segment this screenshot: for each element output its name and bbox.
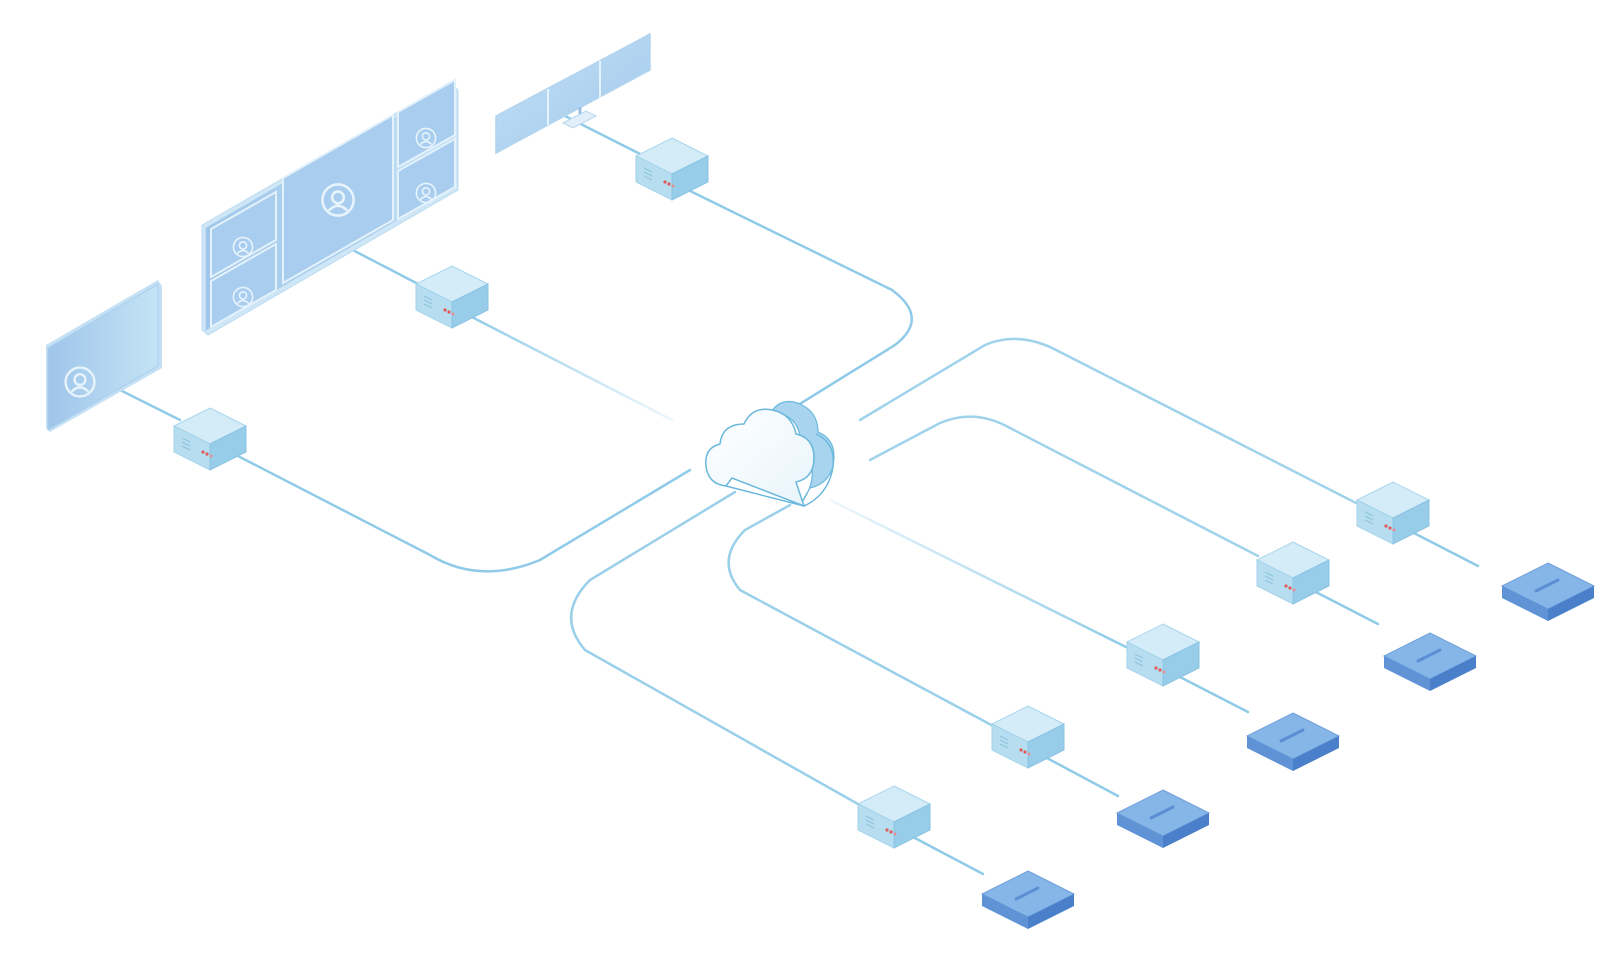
encoder-box-icon (173, 407, 247, 471)
decoder-box-icon (1256, 541, 1330, 605)
cable-cloud-to-decoder-1 (858, 337, 1362, 507)
decoder-box-icon (991, 705, 1065, 769)
endpoint-pad-icon (1115, 788, 1211, 850)
endpoint-pad-icon (980, 869, 1076, 931)
cable-wall-to-box (343, 244, 422, 287)
display-icon (46, 280, 162, 432)
cable-decoder-1-to-pad (1406, 528, 1480, 568)
cable-cloud-to-decoder-2 (868, 415, 1260, 558)
cable-decoder-5-to-pad (911, 835, 985, 876)
display-wall-icon (201, 78, 459, 336)
cable-cloud-to-decoder-3 (828, 498, 1130, 650)
cable-decoder-3-to-pad (1178, 675, 1250, 714)
decoder-box-icon (857, 785, 931, 849)
cloud-icon (705, 401, 835, 508)
cable-left-box-to-cloud (234, 453, 692, 573)
cable-cloud-to-decoder-5 (570, 490, 867, 810)
cable-decoder-4-to-pad (1043, 755, 1120, 798)
endpoint-pad-icon (1245, 711, 1341, 773)
encoder-box-icon (635, 137, 709, 201)
cables (108, 113, 1480, 876)
cable-cloud-to-decoder-4 (727, 503, 997, 729)
cable-decoder-2-to-pad (1306, 586, 1380, 626)
monitor-icon (495, 32, 651, 155)
endpoint-pad-icon (1382, 631, 1478, 693)
cable-monitor-box-to-cloud (678, 184, 913, 412)
cable-wall-box-to-cloud (464, 312, 674, 422)
decoder-box-icon (1126, 623, 1200, 687)
endpoint-pad-icon (1500, 561, 1596, 623)
